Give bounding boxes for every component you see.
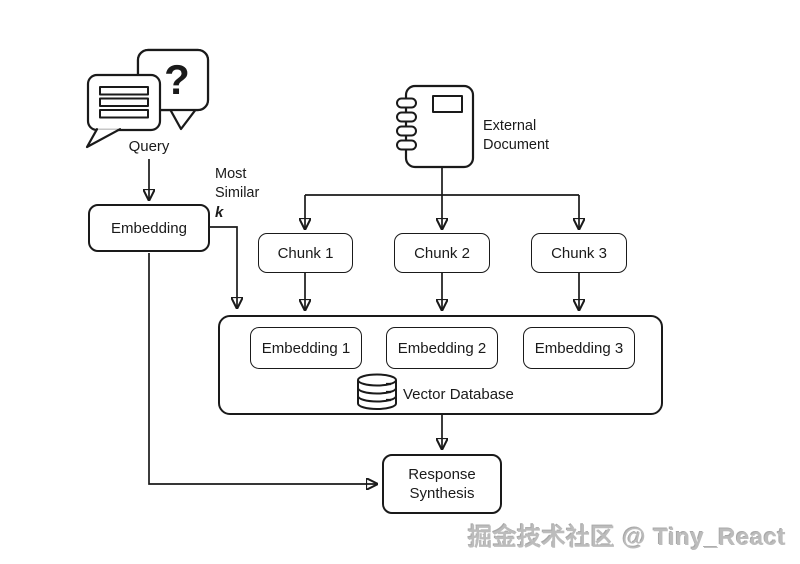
external-document-icon bbox=[396, 84, 475, 169]
database-icon bbox=[357, 373, 397, 410]
vector-database-label: Vector Database bbox=[403, 386, 514, 403]
k-label: k bbox=[215, 204, 224, 221]
external-document-line2: Document bbox=[483, 137, 550, 153]
most-similar-label: Most Similar k bbox=[215, 165, 259, 222]
node-chunk-3: Chunk 3 bbox=[531, 233, 627, 273]
node-embedding-2: Embedding 2 bbox=[386, 327, 498, 369]
external-document-label: External Document bbox=[483, 117, 549, 155]
most-similar-line1: Most bbox=[215, 166, 247, 182]
node-response-synthesis: Response Synthesis bbox=[382, 454, 502, 514]
node-embedding: Embedding bbox=[88, 204, 210, 252]
query-icon: ? bbox=[85, 48, 210, 149]
external-document-line1: External bbox=[483, 118, 537, 134]
response-synthesis-line1: Response bbox=[408, 466, 476, 483]
node-embedding-1: Embedding 1 bbox=[250, 327, 362, 369]
most-similar-line2: Similar bbox=[215, 185, 260, 201]
query-label: Query bbox=[128, 138, 170, 155]
node-chunk-2: Chunk 2 bbox=[394, 233, 490, 273]
watermark: 掘金技术社区 @ Tiny_React bbox=[468, 524, 786, 551]
response-synthesis-line2: Synthesis bbox=[409, 485, 475, 502]
node-chunk-1: Chunk 1 bbox=[258, 233, 353, 273]
node-embedding-3: Embedding 3 bbox=[523, 327, 635, 369]
question-mark: ? bbox=[164, 56, 190, 103]
